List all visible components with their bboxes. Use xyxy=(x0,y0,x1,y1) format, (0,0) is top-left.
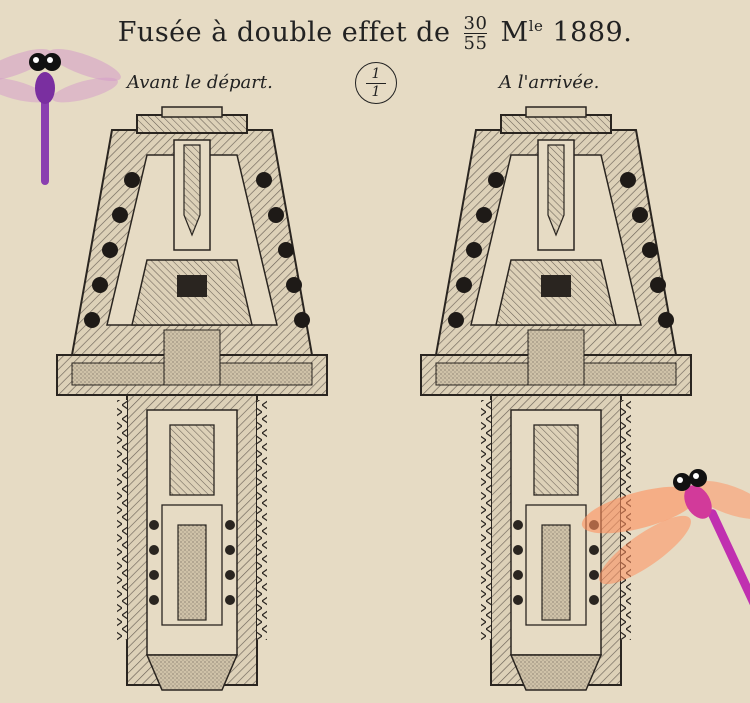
fuse-before-departure xyxy=(56,106,328,691)
scale-numerator: 1 xyxy=(366,66,386,84)
fraction-denominator: 55 xyxy=(463,33,488,54)
scale-badge: 1 1 xyxy=(355,62,397,104)
fuse-on-arrival xyxy=(420,106,692,691)
title-fraction: 30 55 xyxy=(463,13,488,54)
title-prefix: Fusée à double effet de xyxy=(117,17,451,48)
title-model: Mle xyxy=(501,17,544,48)
scale-denominator: 1 xyxy=(371,84,381,100)
title-year: 1889. xyxy=(552,17,633,48)
dragonfly-top-left xyxy=(0,48,121,185)
dragonfly-bottom-right xyxy=(581,469,750,611)
fraction-numerator: 30 xyxy=(463,13,488,34)
caption-on-arrival: A l'arrivée. xyxy=(499,72,600,93)
plate-title: Fusée à double effet de 30 55 Mle 1889. xyxy=(0,14,750,53)
model-superscript: le xyxy=(528,17,544,35)
model-letter: M xyxy=(500,17,529,48)
caption-before-departure: Avant le départ. xyxy=(127,72,273,93)
